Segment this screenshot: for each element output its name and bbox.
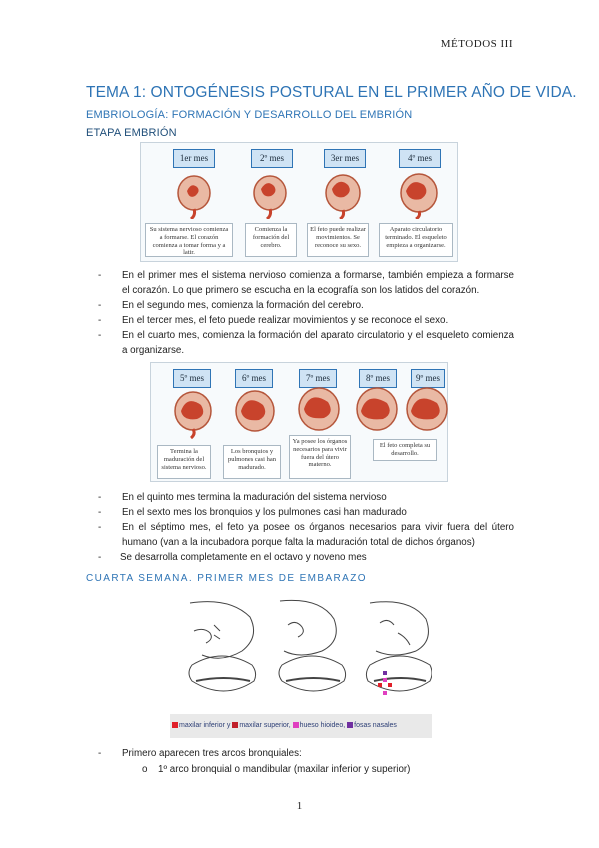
figure-legend: maxilar inferior y maxilar superior, hue…	[170, 714, 432, 738]
list-item: -En el segundo mes, comienza la formació…	[98, 300, 364, 311]
month-description: El feto puede realizar movimientos. Se r…	[307, 223, 369, 257]
list-item: -En el primer mes el sistema nervioso co…	[98, 270, 514, 296]
month-label: 1er mes	[173, 149, 215, 168]
bullet-list-arches: -Primero aparecen tres arcos bronquiales…	[98, 746, 410, 778]
bullet-list-months-1-4: -En el primer mes el sistema nervioso co…	[98, 268, 514, 358]
list-dash: -	[98, 300, 102, 311]
legend-swatch	[172, 722, 178, 729]
embryo-illustration-icon	[400, 173, 438, 219]
list-dash: -	[98, 552, 102, 563]
month-description: Comienza la formación del cerebro.	[245, 223, 297, 257]
pharyngeal-arches-figure: maxilar inferior y maxilar superior, hue…	[170, 595, 432, 738]
bullet-list-months-5-9: -En el quinto mes termina la maduración …	[98, 490, 514, 565]
section-heading: EMBRIOLOGÍA: FORMACIÓN Y DESARROLLO DEL …	[86, 109, 413, 121]
legend-swatch	[232, 722, 239, 729]
legend-swatch	[292, 722, 299, 729]
page-number: 1	[296, 800, 303, 812]
fetus-illustration-icon	[298, 387, 340, 431]
list-dash: -	[98, 507, 102, 518]
embryo-sketch-icon	[188, 599, 432, 695]
list-item: -Primero aparecen tres arcos bronquiales…	[98, 746, 410, 762]
fetus-illustration-icon	[356, 387, 398, 431]
month-label: 5º mes	[173, 369, 211, 388]
month-label: 4º mes	[399, 149, 441, 168]
list-dash: -	[98, 748, 102, 759]
legend-swatch	[347, 722, 354, 729]
fetus-illustration-icon	[406, 387, 448, 431]
month-description: Su sistema nervioso comienza a formarse.…	[145, 223, 233, 257]
embryo-months-1-4-figure: 1er mes Su sistema nervioso comienza a f…	[140, 142, 458, 262]
month-description: Aparato circulatorio terminado. El esque…	[379, 223, 453, 257]
page-header: MÉTODOS III	[440, 38, 513, 50]
embryo-illustration-icon	[325, 174, 361, 219]
month-description: Termina la maduración del sistema nervio…	[157, 445, 211, 479]
month-label: 9º mes	[411, 369, 445, 388]
embryo-months-5-9-figure: 5º mes 6º mes 7º mes 8º mes 9º mes Termi…	[150, 362, 448, 482]
list-item: -En el sexto mes los bronquios y los pul…	[98, 507, 407, 518]
list-dash: -	[98, 315, 102, 326]
list-dash: -	[98, 330, 102, 341]
sub-bullet: o	[142, 764, 148, 775]
list-item: -Se desarrolla completamente en el octav…	[98, 552, 367, 563]
list-item: -En el séptimo mes, el feto ya posee os …	[98, 522, 514, 548]
embryo-illustration-icon	[253, 175, 287, 219]
month-label: 3er mes	[324, 149, 366, 168]
list-dash: -	[98, 522, 102, 533]
fetus-illustration-icon	[174, 391, 212, 439]
list-item: -En el cuarto mes, comienza la formación…	[98, 330, 514, 356]
list-dash: -	[98, 492, 102, 503]
subsection-heading: ETAPA EMBRIÓN	[86, 127, 177, 139]
month-description: Los bronquios y pulmones casi han madura…	[223, 445, 281, 479]
list-item: -En el quinto mes termina la maduración …	[98, 492, 387, 503]
list-item: -En el tercer mes, el feto puede realiza…	[98, 315, 449, 326]
month-description: Ya posee los órganos necesarios para viv…	[289, 435, 351, 479]
chapter-title: TEMA 1: ONTOGÉNESIS POSTURAL EN EL PRIME…	[86, 84, 577, 101]
month-label: 7º mes	[299, 369, 337, 388]
fetus-illustration-icon	[235, 390, 275, 432]
month-label: 2º mes	[251, 149, 293, 168]
month-description: El feto completa su desarrollo.	[373, 439, 437, 461]
list-dash: -	[98, 270, 102, 281]
month-label: 6º mes	[235, 369, 273, 388]
subsection-heading: CUARTA SEMANA. PRIMER MES DE EMBARAZO	[86, 573, 367, 584]
month-label: 8º mes	[359, 369, 397, 388]
embryo-illustration-icon	[177, 175, 211, 219]
